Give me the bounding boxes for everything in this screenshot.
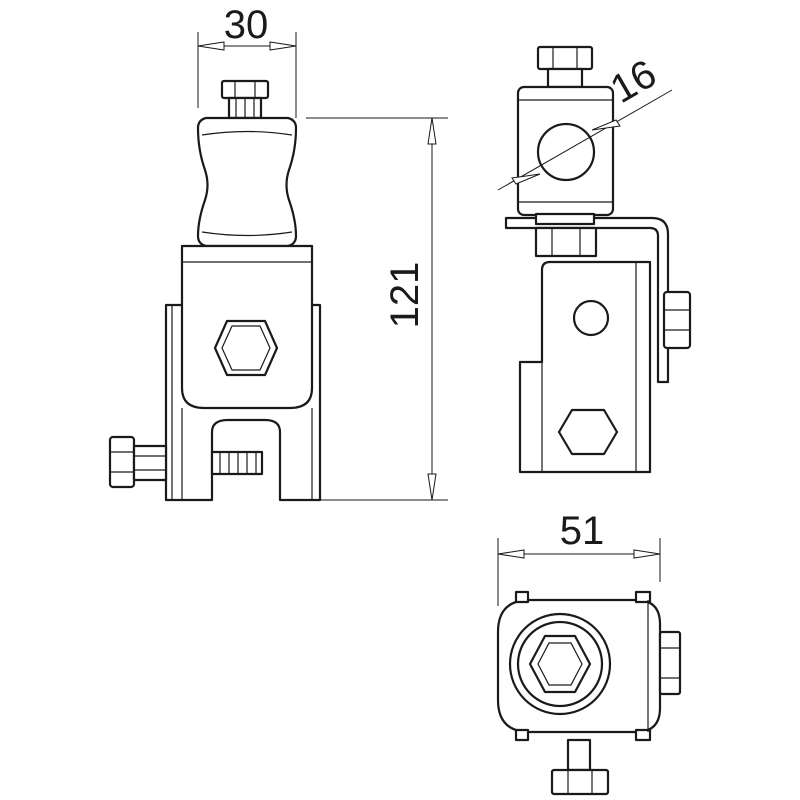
dimension-width-top: 30 [197, 3, 297, 118]
front-hex-nut [213, 319, 279, 377]
dimension-label-30: 30 [224, 3, 269, 47]
side-view [504, 45, 692, 474]
side-screw [662, 290, 692, 350]
top-bottom-screw [550, 738, 610, 796]
front-top-bolt [220, 79, 270, 120]
dimension-label-121: 121 [383, 262, 427, 329]
front-side-screw [108, 435, 264, 489]
side-angle-plate [504, 216, 670, 384]
side-top-bolt [536, 45, 594, 89]
dimension-width-bottom: 51 [497, 509, 661, 606]
side-nut [534, 226, 598, 258]
side-hex-nut [557, 408, 619, 456]
side-hole [536, 122, 596, 182]
front-barrel [196, 116, 298, 248]
side-lower-body [518, 260, 652, 474]
top-view [496, 590, 682, 796]
front-view [108, 79, 322, 502]
dimension-label-51: 51 [560, 509, 605, 553]
dimension-height: 121 [306, 117, 448, 501]
front-lower-bracket [164, 303, 322, 502]
top-right-bolt [658, 630, 682, 696]
top-ring-inner [516, 620, 604, 708]
side-pin [572, 299, 610, 337]
